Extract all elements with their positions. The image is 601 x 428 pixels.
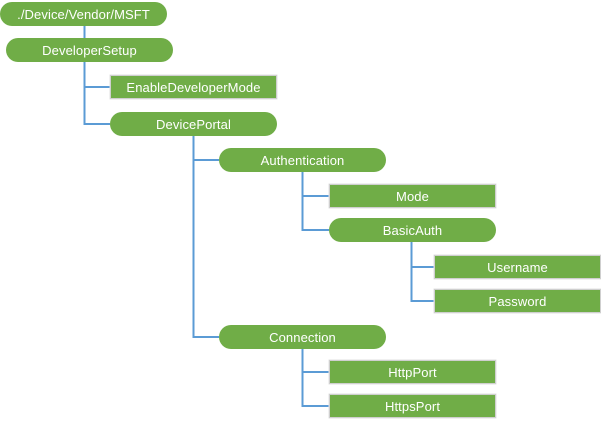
connector-path [192,136,219,161]
node-username[interactable]: Username [434,255,601,279]
node-label: BasicAuth [382,222,443,238]
node-label: EnableDeveloperMode [126,79,261,95]
node-http-port[interactable]: HttpPort [329,360,496,384]
connector-path [410,242,434,268]
node-authentication[interactable]: Authentication [219,148,386,172]
connector-path [83,62,110,125]
node-label: Password [488,293,547,309]
node-label: Connection [269,329,336,345]
connector-path [301,349,329,407]
connector-path [192,136,219,338]
node-enable-developer-mode[interactable]: EnableDeveloperMode [110,75,277,99]
node-label: Mode [396,188,429,204]
node-label: DeveloperSetup [42,42,137,58]
node-label: Authentication [260,152,345,168]
node-label: HttpPort [388,364,437,380]
node-mode[interactable]: Mode [329,184,496,208]
node-https-port[interactable]: HttpsPort [329,394,496,418]
node-password[interactable]: Password [434,289,601,313]
node-connection[interactable]: Connection [219,325,386,349]
connector-path [301,172,329,197]
node-device-portal[interactable]: DevicePortal [110,112,277,136]
node-label: DevicePortal [156,116,231,132]
node-label: HttpsPort [384,398,441,414]
node-label: ./Device/Vendor/MSFT [17,6,150,22]
connector-path [83,62,110,88]
connector-path [410,242,434,302]
node-developer-setup[interactable]: DeveloperSetup [6,38,173,62]
node-basic-auth[interactable]: BasicAuth [329,218,496,242]
connector-path [301,349,329,373]
node-root[interactable]: ./Device/Vendor/MSFT [0,2,167,26]
node-label: Username [487,259,548,275]
connector-path [301,172,329,231]
